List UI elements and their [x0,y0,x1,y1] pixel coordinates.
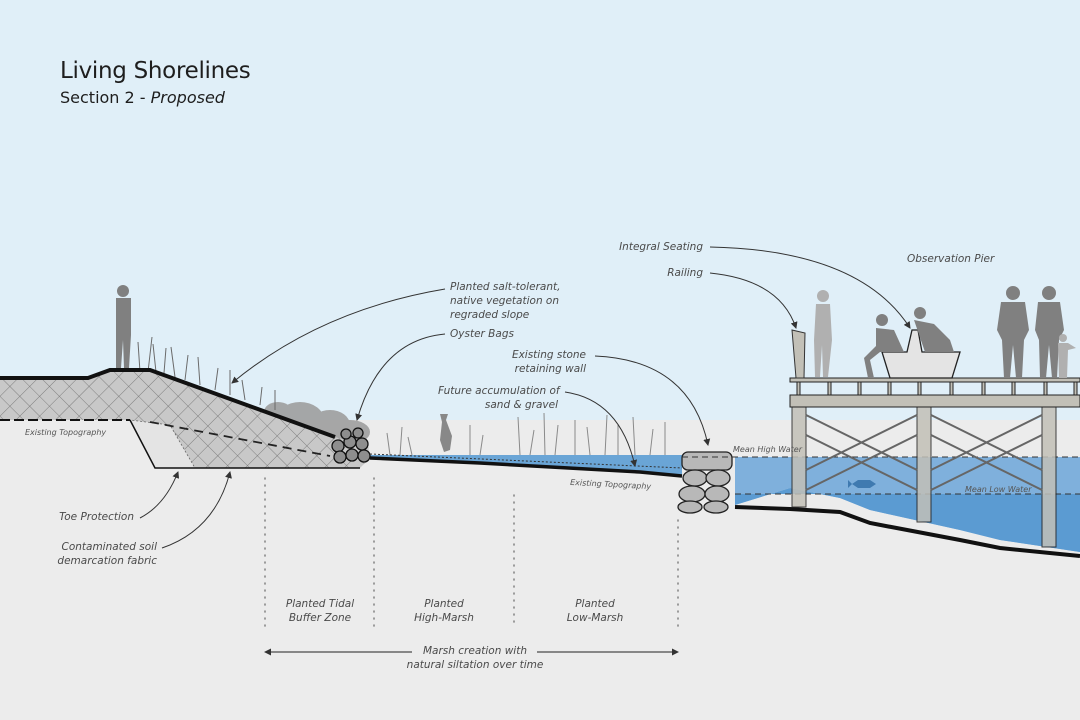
marsh-bed [369,456,683,478]
label-existing-topography-left: Existing Topography [25,428,107,437]
callout-line: regraded slope [450,309,530,321]
zone-tidal-buffer: Planted Tidal Buffer Zone [270,597,370,625]
person-standing-left [116,285,131,368]
zone-label-line: Low-Marsh [566,612,624,624]
zone-label-line: Planted Tidal [285,598,355,610]
child-silhouette [1058,334,1076,378]
regraded-fill [0,370,370,468]
demarcation-fabric-line [149,421,331,457]
callout-line: Existing stone [511,349,586,361]
zone-label-line: High-Marsh [414,612,474,624]
person-photographing [814,290,832,377]
seabed [734,505,1080,558]
person-standing-2 [1035,286,1064,378]
callout-oyster-bags: Oyster Bags [450,328,514,340]
callout-line: demarcation fabric [57,555,157,567]
oyster-bags [331,427,371,464]
marsh-creation-label: Marsh creation with natural siltation ov… [404,644,546,672]
slope-grass [137,336,276,410]
marsh-grass [386,412,666,456]
marsh-label-line: Marsh creation with [423,645,527,657]
callout-planted-slope: Planted salt-tolerant, native vegetation… [450,280,560,322]
callout-line: retaining wall [514,363,586,375]
people-silhouettes [116,285,1076,452]
callout-future-accumulation: Future accumulation of sand & gravel [438,384,560,412]
marsh-label-line: natural siltation over time [406,659,544,671]
callout-line: Planted salt-tolerant, [450,281,561,293]
person-seated-right [914,307,954,352]
subtitle-emphasis: Proposed [150,88,225,107]
zone-high-marsh: Planted High-Marsh [394,597,494,625]
water-low [735,488,1080,552]
label-mean-low-water: Mean Low Water [965,485,1032,494]
zone-label-line: Planted [575,598,615,610]
observation-pier [789,377,1080,548]
callout-railing: Railing [667,267,703,279]
zone-label-line: Planted [424,598,464,610]
page-subtitle: Section 2 - Proposed [60,88,225,107]
zone-label-line: Buffer Zone [288,612,352,624]
stone-retaining-wall [677,451,733,514]
slope-surface [0,368,336,439]
page-title: Living Shorelines [60,58,251,84]
ground [0,420,1080,720]
callout-line: Contaminated soil [61,541,157,553]
zone-low-marsh: Planted Low-Marsh [545,597,645,625]
callout-line: sand & gravel [484,399,558,411]
person-standing-1 [997,286,1029,378]
leader-lines [139,246,911,549]
callout-demarcation-fabric: Contaminated soil demarcation fabric [30,540,157,568]
callout-line: native vegetation on [450,295,560,307]
fish-icon [848,480,876,488]
callout-toe-protection: Toe Protection [59,511,134,523]
callout-line: Future accumulation of [438,385,560,397]
railing [791,329,806,379]
heron-silhouette [440,414,452,452]
callout-observation-pier: Observation Pier [907,253,995,265]
callout-integral-seating: Integral Seating [619,241,703,253]
zone-dividers [264,477,679,629]
label-mean-high-water: Mean High Water [733,445,802,454]
person-seated-left [864,314,904,378]
subtitle-prefix: Section 2 - [60,88,151,107]
integral-seating [881,329,961,379]
callout-stone-wall: Existing stone retaining wall [478,348,586,376]
